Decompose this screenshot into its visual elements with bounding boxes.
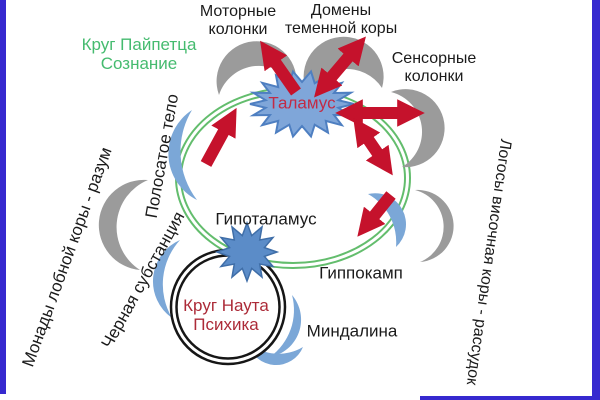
arrow-thalamus-temporal <box>353 117 393 176</box>
arrow-striatum-to-thalamus <box>200 107 237 167</box>
hypothalamus-label: Гипоталамус <box>215 209 317 229</box>
hippocampus-arc <box>368 193 406 247</box>
thalamus-label: Таламус <box>268 93 336 113</box>
striatum-arc <box>168 110 197 200</box>
motor-columns-label: Моторные колонки <box>199 3 277 38</box>
nauta-circle-label: Круг Наута Психика <box>183 295 269 334</box>
amygdala-label: Миндалина <box>306 321 398 341</box>
temporal-cortex-crescent <box>415 189 454 262</box>
arrow-thalamus-parietal <box>314 36 366 98</box>
frontal-cortex-crescent <box>98 179 148 270</box>
sensory-cortex-crescent <box>391 89 445 168</box>
papez-circle-label: Круг Пайпетца Сознание <box>81 34 197 73</box>
hippocampus-label: Гиппокамп <box>319 263 403 283</box>
nauta-bottom-arc <box>248 343 303 366</box>
frame-border-left <box>0 0 6 394</box>
substantia-nigra-arc <box>152 240 180 318</box>
sensory-columns-label: Сенсорные колонки <box>391 50 477 85</box>
arrow-thalamus-to-motor <box>260 40 301 96</box>
parietal-domains-label: Домены теменной коры <box>284 2 398 37</box>
frame-border-bottom <box>420 396 600 400</box>
hypothalamus-starburst <box>214 220 280 284</box>
amygdala-arc <box>270 295 302 357</box>
frame-border-right <box>592 0 600 400</box>
arrow-to-hippocampus <box>357 191 396 237</box>
